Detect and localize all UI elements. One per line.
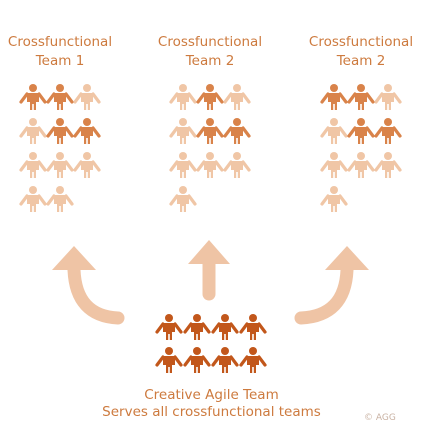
team-3-person-icon (374, 118, 402, 144)
team-1-person-icon (19, 186, 47, 212)
agile-team-person-icon (239, 314, 267, 340)
team-2-person-icon (223, 118, 251, 144)
team-3-person-icon (320, 118, 348, 144)
team-2-person-icon (169, 84, 197, 110)
team-1-person-icon (19, 84, 47, 110)
team-2-title: Crossfunctional Team 2 (150, 33, 270, 71)
agile-team-person-icon (155, 314, 183, 340)
team-1-person-icon (46, 186, 74, 212)
team-1-person-icon (19, 152, 47, 178)
team-1-person-icon (46, 84, 74, 110)
agile-team-person-icon (239, 347, 267, 373)
agile-team-person-icon (183, 314, 211, 340)
team-2-person-icon (196, 152, 224, 178)
team-1-person-icon (73, 84, 101, 110)
team-1-person-icon (19, 118, 47, 144)
team-1-title: Crossfunctional Team 1 (0, 33, 120, 71)
agile-team-subtitle: Serves all crossfunctional teams (102, 404, 321, 420)
team-2-title-line1: Crossfunctional (157, 34, 263, 50)
arrow-up-icon (188, 240, 230, 301)
team-2-person-icon (169, 118, 197, 144)
team-3-title-line2: Team 2 (336, 53, 386, 69)
team-1-title-line1: Crossfunctional (7, 34, 113, 50)
arrow-curved-right-icon (294, 246, 369, 325)
team-3-person-icon (320, 152, 348, 178)
team-2-person-icon (196, 84, 224, 110)
agile-team-title: Creative Agile Team (144, 387, 279, 403)
team-2-person-icon (169, 186, 197, 212)
agile-team-person-icon (183, 347, 211, 373)
team-1-person-icon (46, 152, 74, 178)
team-3-person-icon (320, 84, 348, 110)
team-3-person-icon (374, 152, 402, 178)
team-3-person-icon (347, 152, 375, 178)
arrow-curved-left-icon (52, 246, 125, 325)
agile-team-person-icon (211, 347, 239, 373)
team-1-person-icon (73, 152, 101, 178)
team-3-title: Crossfunctional Team 2 (301, 33, 421, 71)
agile-team-person-icon (155, 347, 183, 373)
team-2-person-icon (223, 84, 251, 110)
team-3-person-icon (374, 84, 402, 110)
team-1-title-line2: Team 1 (35, 53, 85, 69)
team-3-person-icon (347, 118, 375, 144)
copyright-mark: © AGG (364, 413, 396, 423)
team-1-person-icon (46, 118, 74, 144)
team-3-person-icon (320, 186, 348, 212)
team-2-person-icon (223, 152, 251, 178)
team-2-person-icon (169, 152, 197, 178)
team-1-person-icon (73, 118, 101, 144)
team-3-person-icon (347, 84, 375, 110)
team-2-title-line2: Team 2 (185, 53, 235, 69)
team-3-title-line1: Crossfunctional (308, 34, 414, 50)
team-2-person-icon (196, 118, 224, 144)
agile-team-person-icon (211, 314, 239, 340)
